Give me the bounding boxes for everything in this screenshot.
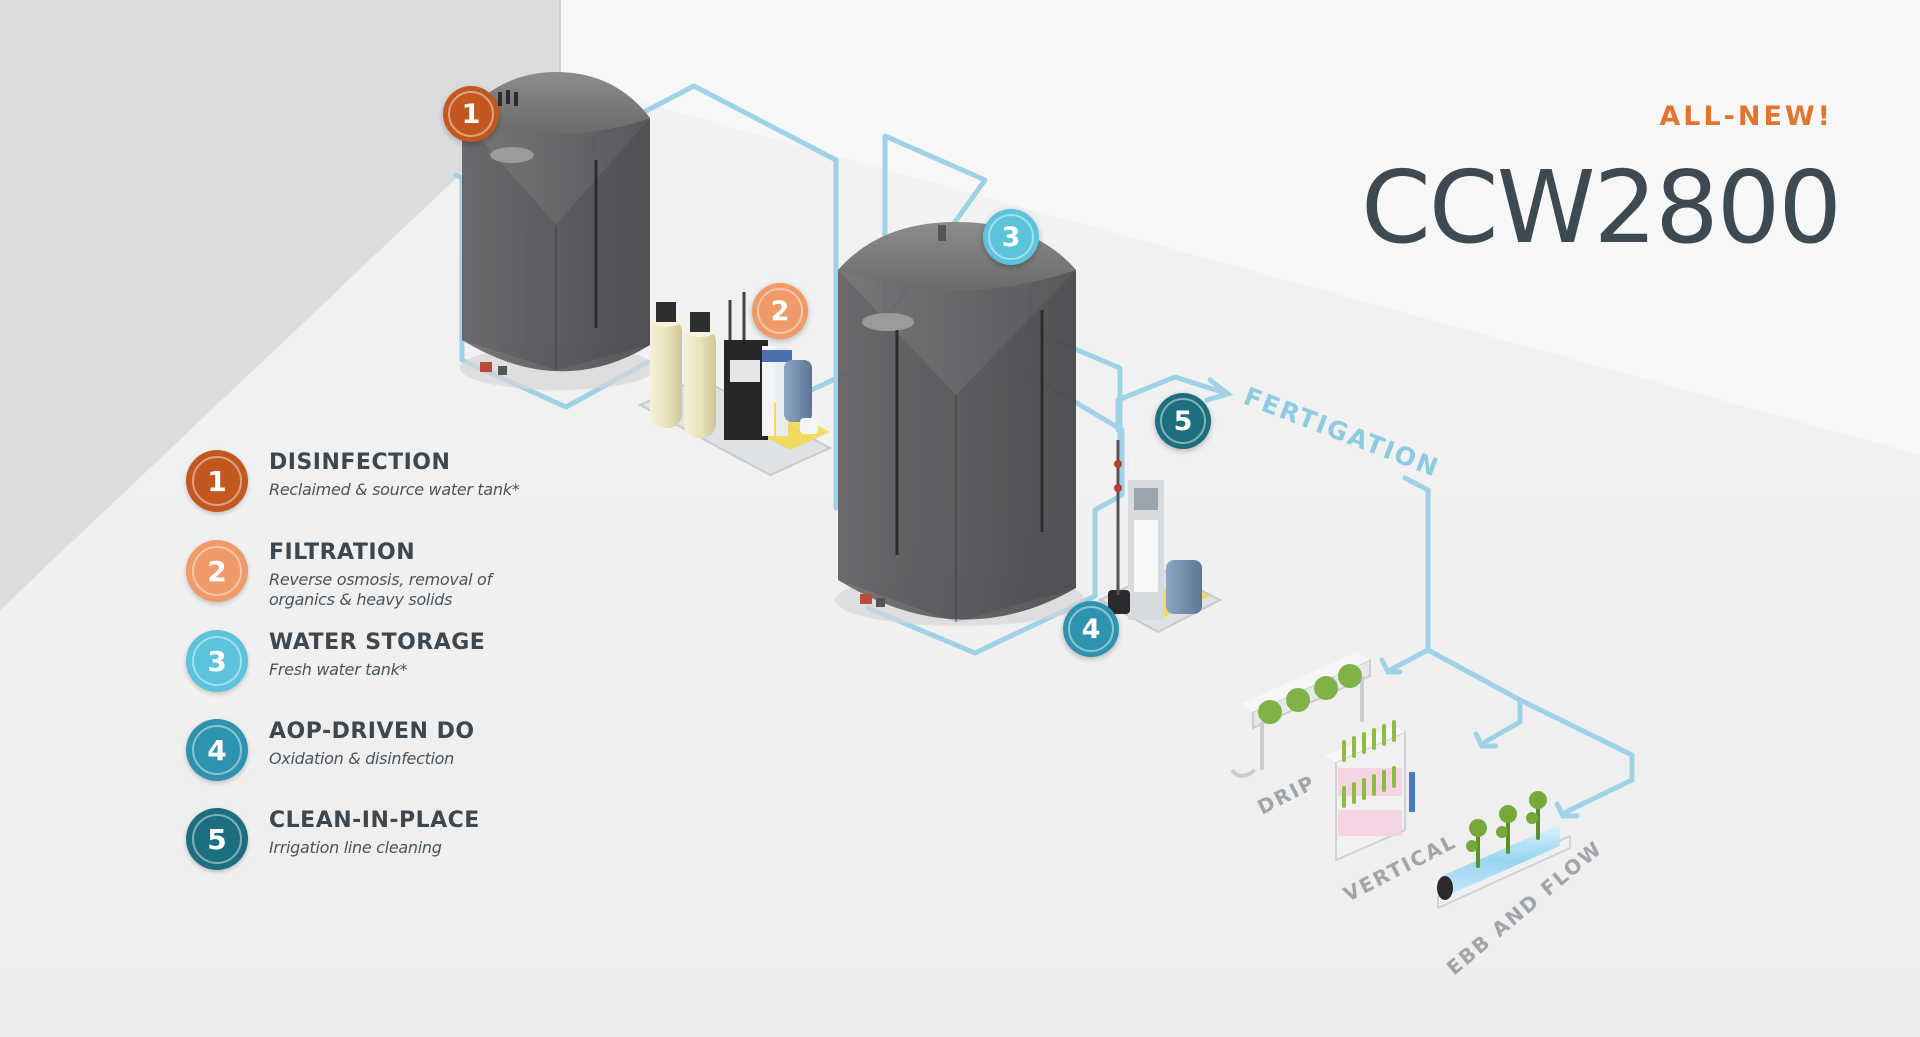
ebb-and-flow-system bbox=[1437, 791, 1571, 910]
arrow-drip bbox=[1379, 657, 1403, 675]
tank-1 bbox=[460, 72, 656, 390]
pipe-branch-ebb bbox=[1517, 697, 1635, 815]
legend-description: Fresh water tank* bbox=[269, 660, 408, 679]
legend-badge-1: 1 bbox=[186, 450, 248, 512]
pipe-tank1-out bbox=[453, 172, 651, 410]
aop-unit bbox=[1097, 440, 1223, 634]
legend-title: CLEAN-IN-PLACE bbox=[269, 808, 480, 833]
step-5-badge: 5 bbox=[1155, 393, 1211, 449]
legend-title: DISINFECTION bbox=[269, 450, 451, 475]
pipe-to-fertigation bbox=[1115, 374, 1228, 433]
legend-badge-2: 2 bbox=[186, 540, 248, 602]
arrow-ebb bbox=[1554, 801, 1580, 819]
legend-badge-3: 3 bbox=[186, 630, 248, 692]
legend-badge-4: 4 bbox=[186, 719, 248, 781]
step-3-badge: 3 bbox=[983, 209, 1039, 265]
step-4-badge: 4 bbox=[1063, 601, 1119, 657]
filtration-unit bbox=[637, 292, 833, 477]
legend-title: AOP-DRIVEN DO bbox=[269, 719, 475, 744]
vertical-farm bbox=[1325, 720, 1415, 862]
legend-description: Reclaimed & source water tank* bbox=[269, 480, 520, 499]
pipe-fertigation-drop bbox=[1387, 475, 1431, 673]
pipe-arrows bbox=[1204, 377, 1580, 819]
product-title: CCW2800 bbox=[1360, 149, 1842, 266]
pipe-branch-vertical bbox=[1425, 647, 1523, 745]
back-wall-right bbox=[560, 0, 1920, 455]
legend-title: FILTRATION bbox=[269, 540, 416, 565]
step-2-badge: 2 bbox=[752, 283, 808, 339]
drip-system bbox=[1230, 652, 1371, 778]
tagline: ALL-NEW! bbox=[1659, 101, 1833, 132]
step-1-badge: 1 bbox=[443, 86, 499, 142]
arrow-fertigation bbox=[1204, 377, 1234, 403]
legend-description: Oxidation & disinfection bbox=[269, 749, 455, 768]
tank-3 bbox=[835, 222, 1085, 626]
legend-badge-5: 5 bbox=[186, 808, 248, 870]
back-wall-left bbox=[0, 0, 560, 610]
legend-title: WATER STORAGE bbox=[269, 630, 486, 655]
legend-description: Irrigation line cleaning bbox=[269, 838, 442, 857]
arrow-vertical bbox=[1473, 731, 1499, 749]
legend-description: Reverse osmosis, removal of organics & h… bbox=[269, 570, 492, 609]
